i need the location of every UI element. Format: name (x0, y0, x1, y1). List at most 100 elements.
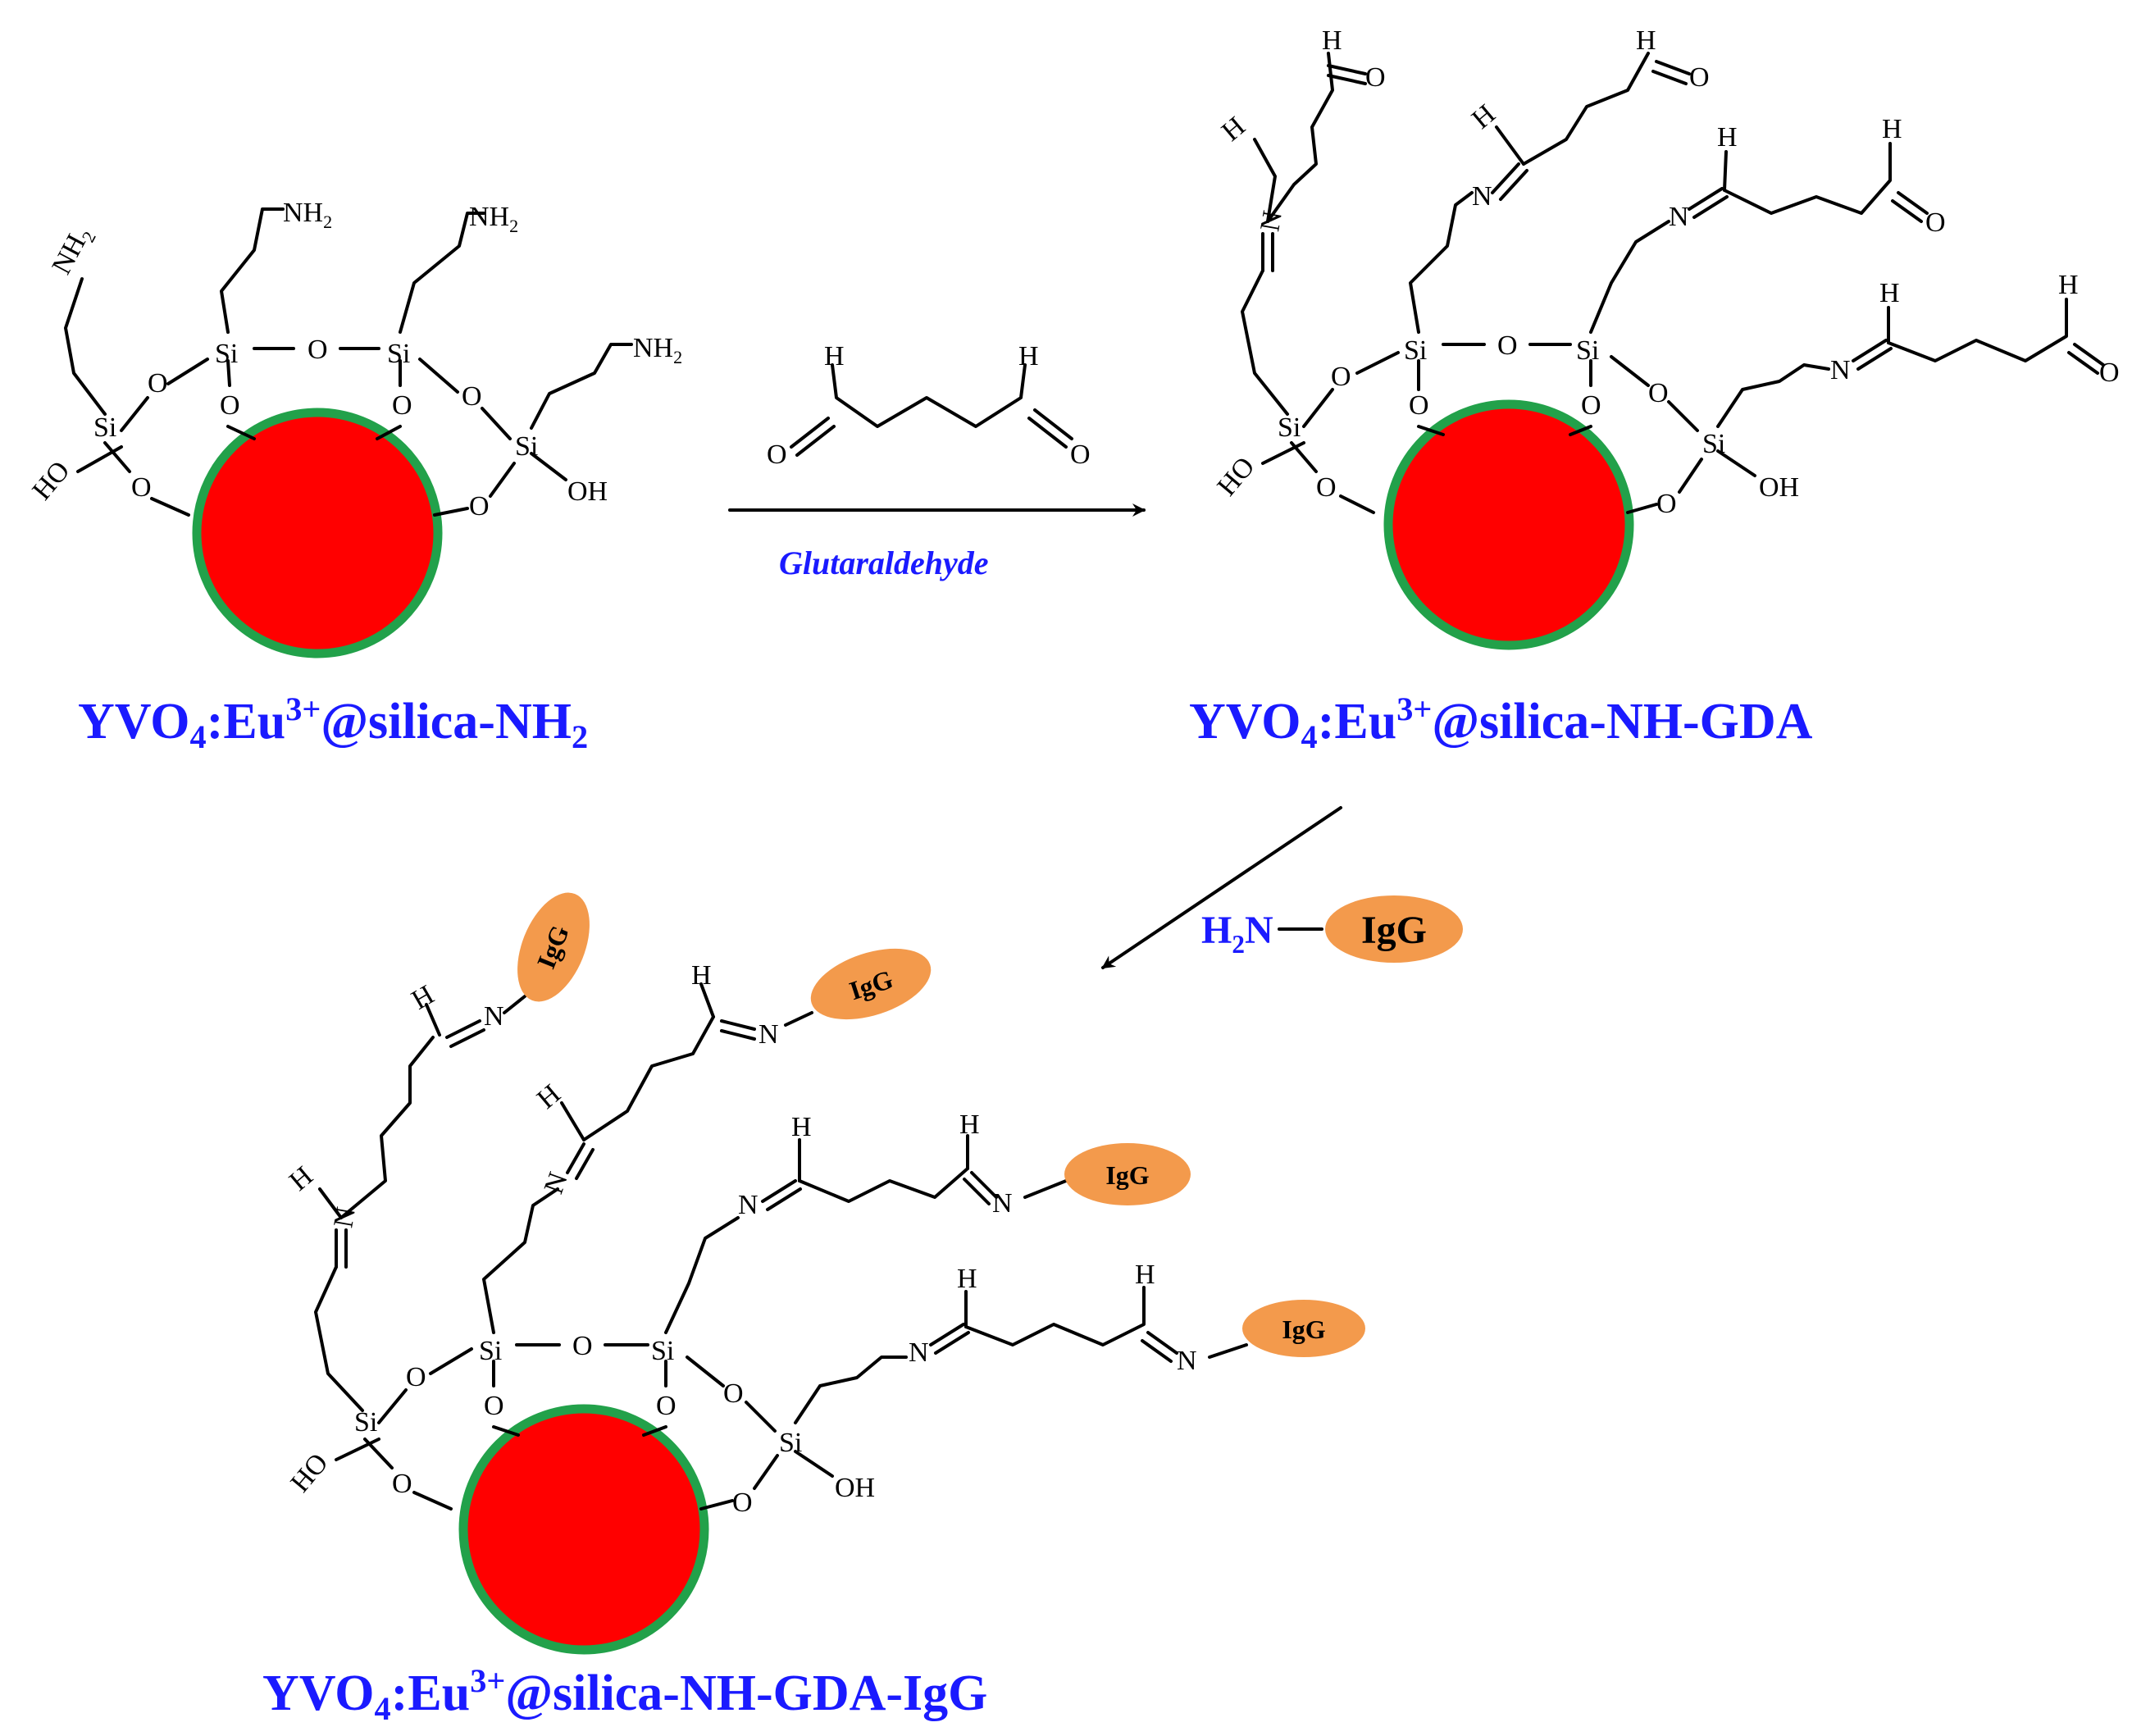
o-atom: O (1925, 207, 1946, 238)
nh2-group: NH2 (633, 333, 682, 367)
h-atom: H (824, 341, 845, 371)
o-atom: O (1331, 362, 1351, 392)
o-atom: O (406, 1362, 426, 1392)
si-atom: Si (354, 1407, 377, 1438)
n-atom: N (992, 1188, 1013, 1219)
h-atom: H (959, 1109, 980, 1140)
o-atom: O (220, 390, 240, 421)
o-atom: O (462, 381, 482, 412)
n-atom: N (758, 1019, 779, 1050)
o-atom: O (308, 335, 328, 365)
h-atom: H (1879, 278, 1900, 308)
nh2-group: NH2 (46, 221, 99, 281)
h-atom: H (284, 1160, 319, 1196)
o-atom: O (1656, 489, 1677, 519)
igg-protein (810, 948, 932, 1020)
ho-group: HO (285, 1447, 335, 1497)
si-atom: Si (215, 339, 238, 369)
h-atom: H (1466, 98, 1501, 134)
o-atom: O (484, 1391, 504, 1421)
o-atom: O (1409, 390, 1429, 421)
siloxane-ring-bonds (314, 982, 1248, 1510)
siloxane-ring-bonds (64, 207, 633, 517)
h-atom: H (1717, 122, 1738, 153)
igg-protein (1242, 1300, 1365, 1357)
ring-atoms: Si Si Si Si O O O O O O O HO OH N H H O … (1212, 25, 2120, 519)
h-atom: H (691, 960, 712, 991)
particle-label-igg: YVO4:Eu3+@silica-NH-GDA-IgG (262, 1662, 987, 1727)
oh-group: OH (567, 476, 608, 507)
particle-igg: Si Si Si Si O O O O O O O HO OH N H H N … (262, 892, 1365, 1727)
n-atom: N (1255, 208, 1288, 234)
nh2-group: NH2 (283, 198, 332, 232)
si-atom: Si (651, 1336, 674, 1366)
si-atom: Si (479, 1336, 502, 1366)
h-atom: H (1882, 114, 1902, 144)
si-atom: Si (1404, 335, 1427, 366)
si-atom: Si (1278, 412, 1301, 443)
reaction-arrow-2 (1101, 806, 1342, 969)
h-atom: H (407, 980, 440, 1016)
nh2-group: NH2 (469, 202, 518, 236)
si-atom: Si (1702, 429, 1725, 459)
si-atom: Si (387, 339, 410, 369)
ho-group: HO (27, 455, 76, 505)
o-atom: O (1581, 390, 1601, 421)
n-atom: N (738, 1190, 758, 1220)
oh-group: OH (835, 1473, 875, 1503)
igg-label: IgG (1282, 1315, 1325, 1344)
h-atom: H (1322, 25, 1342, 56)
h-atom: H (1018, 341, 1039, 371)
o-atom: O (1689, 62, 1710, 93)
h-atom: H (2058, 270, 2079, 300)
n-atom: N (328, 1205, 362, 1230)
n-atom: N (1830, 355, 1851, 385)
amine-group: H2N (1201, 909, 1273, 959)
o-atom: O (1648, 378, 1669, 408)
si-atom: Si (515, 431, 538, 462)
siloxane-ring-bonds (1241, 52, 2105, 514)
si-atom: Si (93, 412, 116, 443)
oh-group: OH (1759, 472, 1799, 503)
igg-protein (1064, 1143, 1191, 1205)
o-atom: O (392, 1469, 412, 1499)
ring-atoms: Si Si Si Si O O O O O O O HO OH NH2 NH2 … (27, 198, 683, 522)
particle-nh2: Si Si Si Si O O O O O O O HO OH NH2 NH2 … (27, 198, 683, 755)
ho-group: HO (1212, 451, 1261, 501)
o-atom: O (148, 368, 168, 399)
o-atom: O (469, 491, 490, 522)
n-atom: N (1177, 1346, 1197, 1376)
o-atom: O (767, 440, 787, 470)
igg-protein (517, 892, 590, 1002)
igg-label: IgG (1105, 1160, 1149, 1190)
h-atom: H (957, 1264, 977, 1294)
si-atom: Si (779, 1428, 802, 1458)
h-atom: H (1636, 25, 1656, 56)
particle-label-gda: YVO4:Eu3+@silica-NH-GDA (1189, 690, 1813, 755)
h-atom: H (531, 1078, 567, 1114)
n-atom: N (1669, 202, 1689, 232)
n-atom: N (909, 1337, 929, 1368)
h-atom: H (1216, 111, 1251, 147)
o-atom: O (131, 472, 152, 503)
n-atom: N (484, 1001, 504, 1032)
o-atom: O (1365, 62, 1386, 93)
o-atom: O (656, 1391, 676, 1421)
ring-atoms: Si Si Si Si O O O O O O O HO OH N H H N … (284, 960, 1196, 1518)
o-atom: O (732, 1488, 753, 1518)
o-atom: O (572, 1331, 593, 1361)
igg-reagent: H2N IgG (1101, 806, 1463, 969)
igg-protein (1325, 895, 1463, 963)
o-atom: O (1497, 330, 1518, 361)
particle-label-nh2: YVO4:Eu3+@silica-NH2 (78, 690, 588, 755)
o-atom: O (392, 390, 412, 421)
h-atom: H (1135, 1260, 1155, 1290)
o-atom: O (723, 1378, 744, 1409)
reagent-name: Glutaraldehyde (779, 544, 989, 581)
particle-gda: Si Si Si Si O O O O O O O HO OH N H H O … (1189, 25, 2120, 755)
o-atom: O (2099, 358, 2120, 388)
glutaraldehyde-reagent: H H O O Glutaraldehyde (728, 341, 1146, 581)
nanoparticle-core (1383, 399, 1634, 650)
o-atom: O (1316, 472, 1337, 503)
